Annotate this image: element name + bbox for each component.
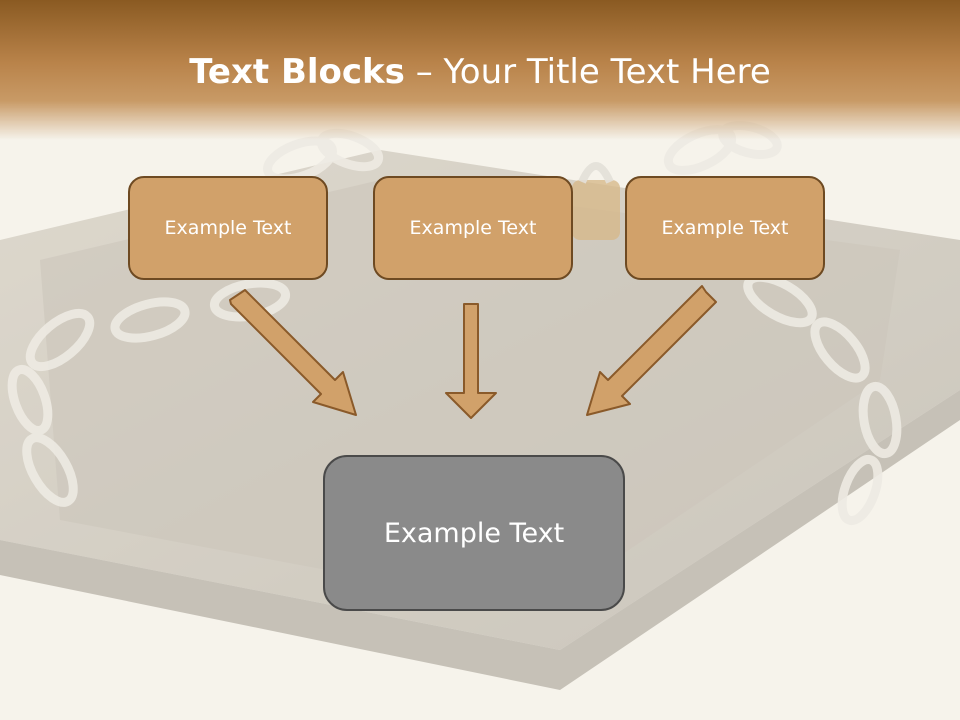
title-bold: Text Blocks [189,52,405,92]
header-band [0,0,960,140]
text-block-bottom: Example Text [323,455,625,611]
arrow-right [586,285,717,416]
text-block-top-right: Example Text [625,176,825,280]
arrow-middle [445,303,497,419]
title-normal: Your Title Text Here [443,52,771,92]
text-block-top-middle: Example Text [373,176,573,280]
title-separator: – [404,52,444,92]
arrow-left [229,289,357,416]
text-block-top-left: Example Text [128,176,328,280]
slide-title: Text Blocks – Your Title Text Here [0,52,960,92]
